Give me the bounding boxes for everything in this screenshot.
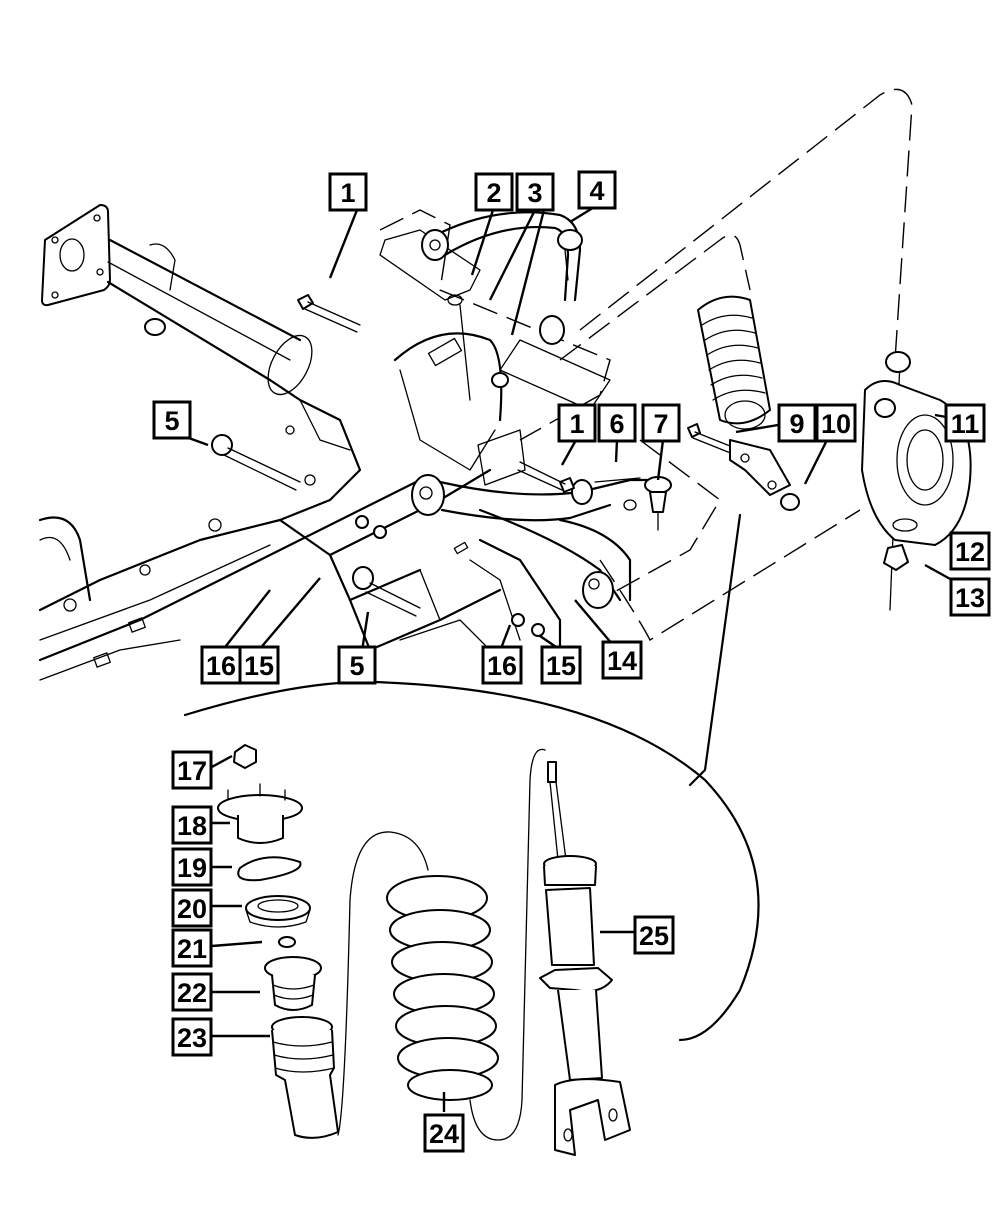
callout-number: 7 xyxy=(653,409,668,439)
callout-number: 5 xyxy=(164,406,179,436)
callout-box xyxy=(171,805,213,845)
lower-control-arm xyxy=(411,461,672,609)
callout-box xyxy=(777,403,817,443)
fasteners xyxy=(211,423,800,637)
callout-number: 3 xyxy=(527,178,542,208)
callout-box xyxy=(474,172,514,212)
callout-number: 15 xyxy=(546,651,576,681)
callout-3-upper-control-arm-mount: 3 xyxy=(515,172,555,212)
callout-15-nut: 15 xyxy=(238,645,280,685)
callout-box xyxy=(540,645,582,685)
callout-number: 21 xyxy=(177,934,207,964)
callout-13-ball-joint-nut: 13 xyxy=(949,577,991,617)
callout-box xyxy=(171,750,213,790)
callout-number: 16 xyxy=(206,651,236,681)
callout-box xyxy=(577,170,617,210)
callout-number: 6 xyxy=(609,409,624,439)
callout-number: 11 xyxy=(951,409,980,439)
shock-absorber xyxy=(539,761,631,1156)
callout-box xyxy=(633,915,675,955)
strut-mount-stack xyxy=(217,744,339,1139)
callout-9-shock-clevis-bolt: 9 xyxy=(777,403,817,443)
callout-number: 20 xyxy=(177,894,207,924)
callout-10-nut: 10 xyxy=(815,403,857,443)
callout-number: 12 xyxy=(955,537,985,567)
callout-box xyxy=(171,928,213,968)
callout-number: 18 xyxy=(177,811,207,841)
callout-number: 4 xyxy=(589,176,604,206)
callout-number: 16 xyxy=(487,651,517,681)
assembly-guide-lines xyxy=(379,88,913,641)
callout-number: 1 xyxy=(569,409,584,439)
callout-16-washer: 16 xyxy=(481,645,523,685)
callout-number: 23 xyxy=(177,1023,207,1053)
callout-box xyxy=(641,403,681,443)
callout-11-steering-knuckle: 11 xyxy=(944,403,986,443)
steering-knuckle xyxy=(861,351,972,571)
callout-number: 10 xyxy=(821,409,851,439)
callout-box xyxy=(238,645,280,685)
callout-22-jounce-bumper: 22 xyxy=(171,972,213,1012)
callout-number: 15 xyxy=(244,651,274,681)
callout-20-spring-seat-bearing: 20 xyxy=(171,888,213,928)
callout-number: 17 xyxy=(177,756,207,786)
callout-box xyxy=(328,172,368,212)
callout-14-tension-strut: 14 xyxy=(601,640,643,680)
callout-box xyxy=(815,403,857,443)
callout-box xyxy=(515,172,555,212)
callout-box xyxy=(171,847,213,887)
callout-box xyxy=(171,888,213,928)
callout-box xyxy=(949,531,991,571)
callout-5-bolt-and-washer: 5 xyxy=(152,400,192,440)
callout-box xyxy=(171,1017,213,1057)
callout-18-upper-strut-mount: 18 xyxy=(171,805,213,845)
callout-19-upper-spring-isolator: 19 xyxy=(171,847,213,887)
callout-number: 1 xyxy=(340,178,355,208)
callout-16-washer: 16 xyxy=(200,645,242,685)
callout-number: 14 xyxy=(607,646,637,676)
callout-2-upper-control-arm-bushing: 2 xyxy=(474,172,514,212)
callout-box xyxy=(481,645,523,685)
callout-box xyxy=(557,403,597,443)
callout-1-bolt: 1 xyxy=(557,403,597,443)
callout-box xyxy=(171,972,213,1012)
callout-number: 24 xyxy=(429,1119,459,1149)
installed-shock-assembly xyxy=(697,295,791,496)
callout-4-upper-control-arm: 4 xyxy=(577,170,617,210)
callout-number: 25 xyxy=(639,921,669,951)
callout-box xyxy=(949,577,991,617)
callout-25-shock-absorber: 25 xyxy=(633,915,675,955)
callout-number: 5 xyxy=(349,651,364,681)
callout-17-upper-mount-nut: 17 xyxy=(171,750,213,790)
callout-box xyxy=(944,403,986,443)
callout-15-nut: 15 xyxy=(540,645,582,685)
callout-7-ball-joint: 7 xyxy=(641,403,681,443)
callout-number: 19 xyxy=(177,853,207,883)
callout-box xyxy=(597,403,637,443)
callout-23-dust-boot: 23 xyxy=(171,1017,213,1057)
callout-box xyxy=(423,1113,465,1153)
callout-12-knuckle-bushing: 12 xyxy=(949,531,991,571)
callout-number: 22 xyxy=(177,978,207,1008)
callout-number: 13 xyxy=(955,583,985,613)
upper-control-arm xyxy=(297,211,611,486)
detail-connector-arc xyxy=(183,513,760,1042)
coil-spring xyxy=(337,748,546,1141)
callout-1-bolt: 1 xyxy=(328,172,368,212)
callout-6-lower-control-arm: 6 xyxy=(597,403,637,443)
callout-5-bolt-and-washer: 5 xyxy=(337,645,377,685)
callout-number: 2 xyxy=(486,178,501,208)
callout-24-coil-spring: 24 xyxy=(423,1113,465,1153)
crossmember-frame xyxy=(38,204,562,682)
callout-box xyxy=(337,645,377,685)
callout-box xyxy=(601,640,643,680)
callout-21-washer: 21 xyxy=(171,928,213,968)
callout-number: 9 xyxy=(789,409,804,439)
callout-box xyxy=(152,400,192,440)
